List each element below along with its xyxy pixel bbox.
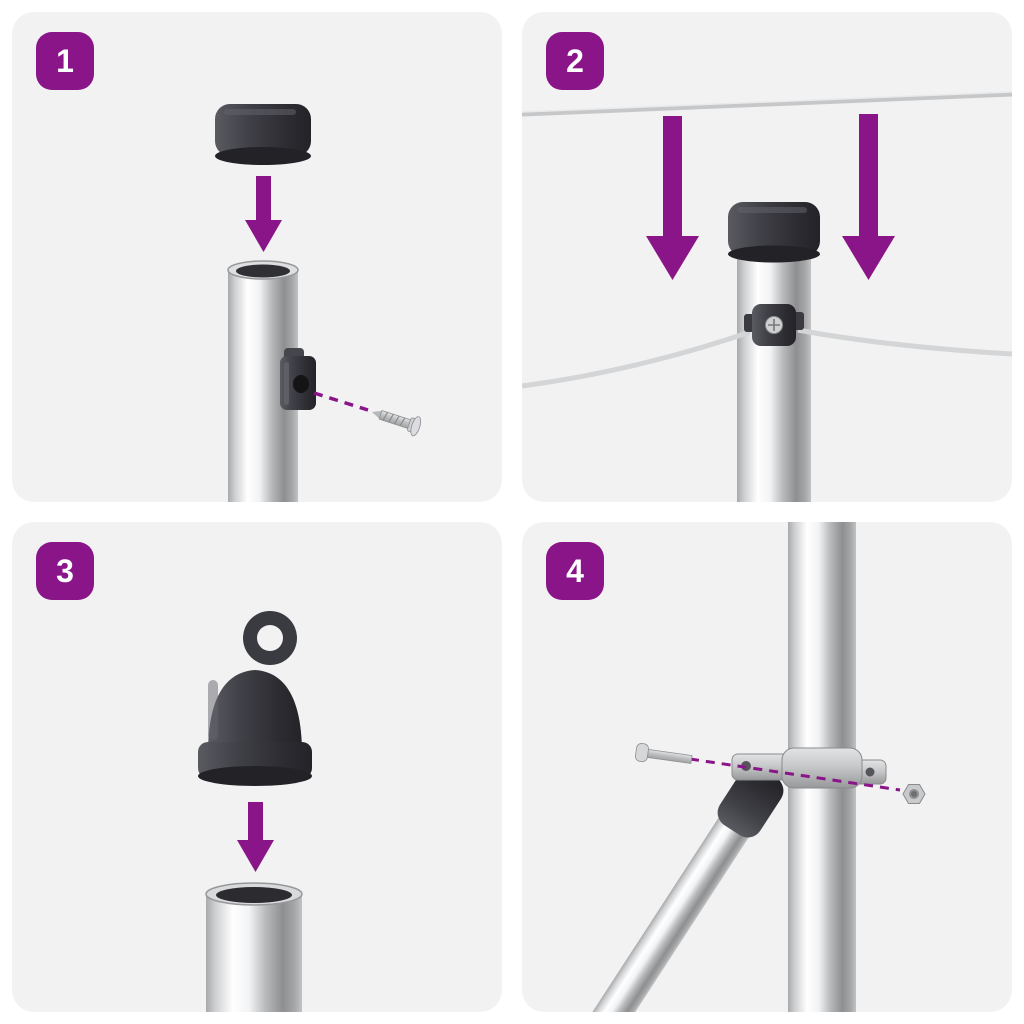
nut-icon	[902, 784, 926, 804]
down-arrow-left-icon	[646, 116, 699, 280]
step-number-badge: 4	[546, 542, 604, 600]
brace-pole-icon	[588, 765, 784, 1012]
down-arrow-icon	[237, 802, 274, 872]
step-panel-3: 3	[12, 522, 502, 1012]
brace-connector	[717, 765, 784, 838]
cap-icon	[215, 104, 311, 165]
step-1-illustration	[215, 104, 422, 502]
step-panel-2: 2	[522, 12, 1012, 502]
step-number-badge: 2	[546, 32, 604, 90]
clamp-icon	[731, 747, 887, 789]
wire-clip-icon	[744, 304, 804, 346]
step-number-badge: 1	[36, 32, 94, 90]
step-3-illustration	[198, 611, 312, 1012]
step-4-illustration	[588, 522, 926, 1012]
step-panel-1: 1	[12, 12, 502, 502]
bolt-icon	[635, 743, 693, 764]
down-arrow-icon	[245, 176, 282, 252]
step-number: 3	[56, 552, 74, 589]
eyelet-cap-icon	[198, 611, 312, 786]
top-wire-icon	[522, 91, 1012, 117]
bracket-icon	[280, 348, 316, 410]
tube-icon	[205, 882, 303, 1012]
bolt-guide-line	[689, 757, 901, 792]
step-number: 4	[566, 552, 584, 589]
step-number: 2	[566, 42, 584, 79]
step-2-illustration	[522, 91, 1012, 502]
screw-guide-line	[313, 391, 369, 412]
wire-icon	[522, 327, 1012, 389]
step-number-badge: 3	[36, 542, 94, 600]
screw-icon	[372, 409, 422, 437]
step-number: 1	[56, 42, 74, 79]
pole-with-cap-icon	[728, 202, 820, 502]
step-panel-4: 4	[522, 522, 1012, 1012]
down-arrow-right-icon	[842, 114, 895, 280]
